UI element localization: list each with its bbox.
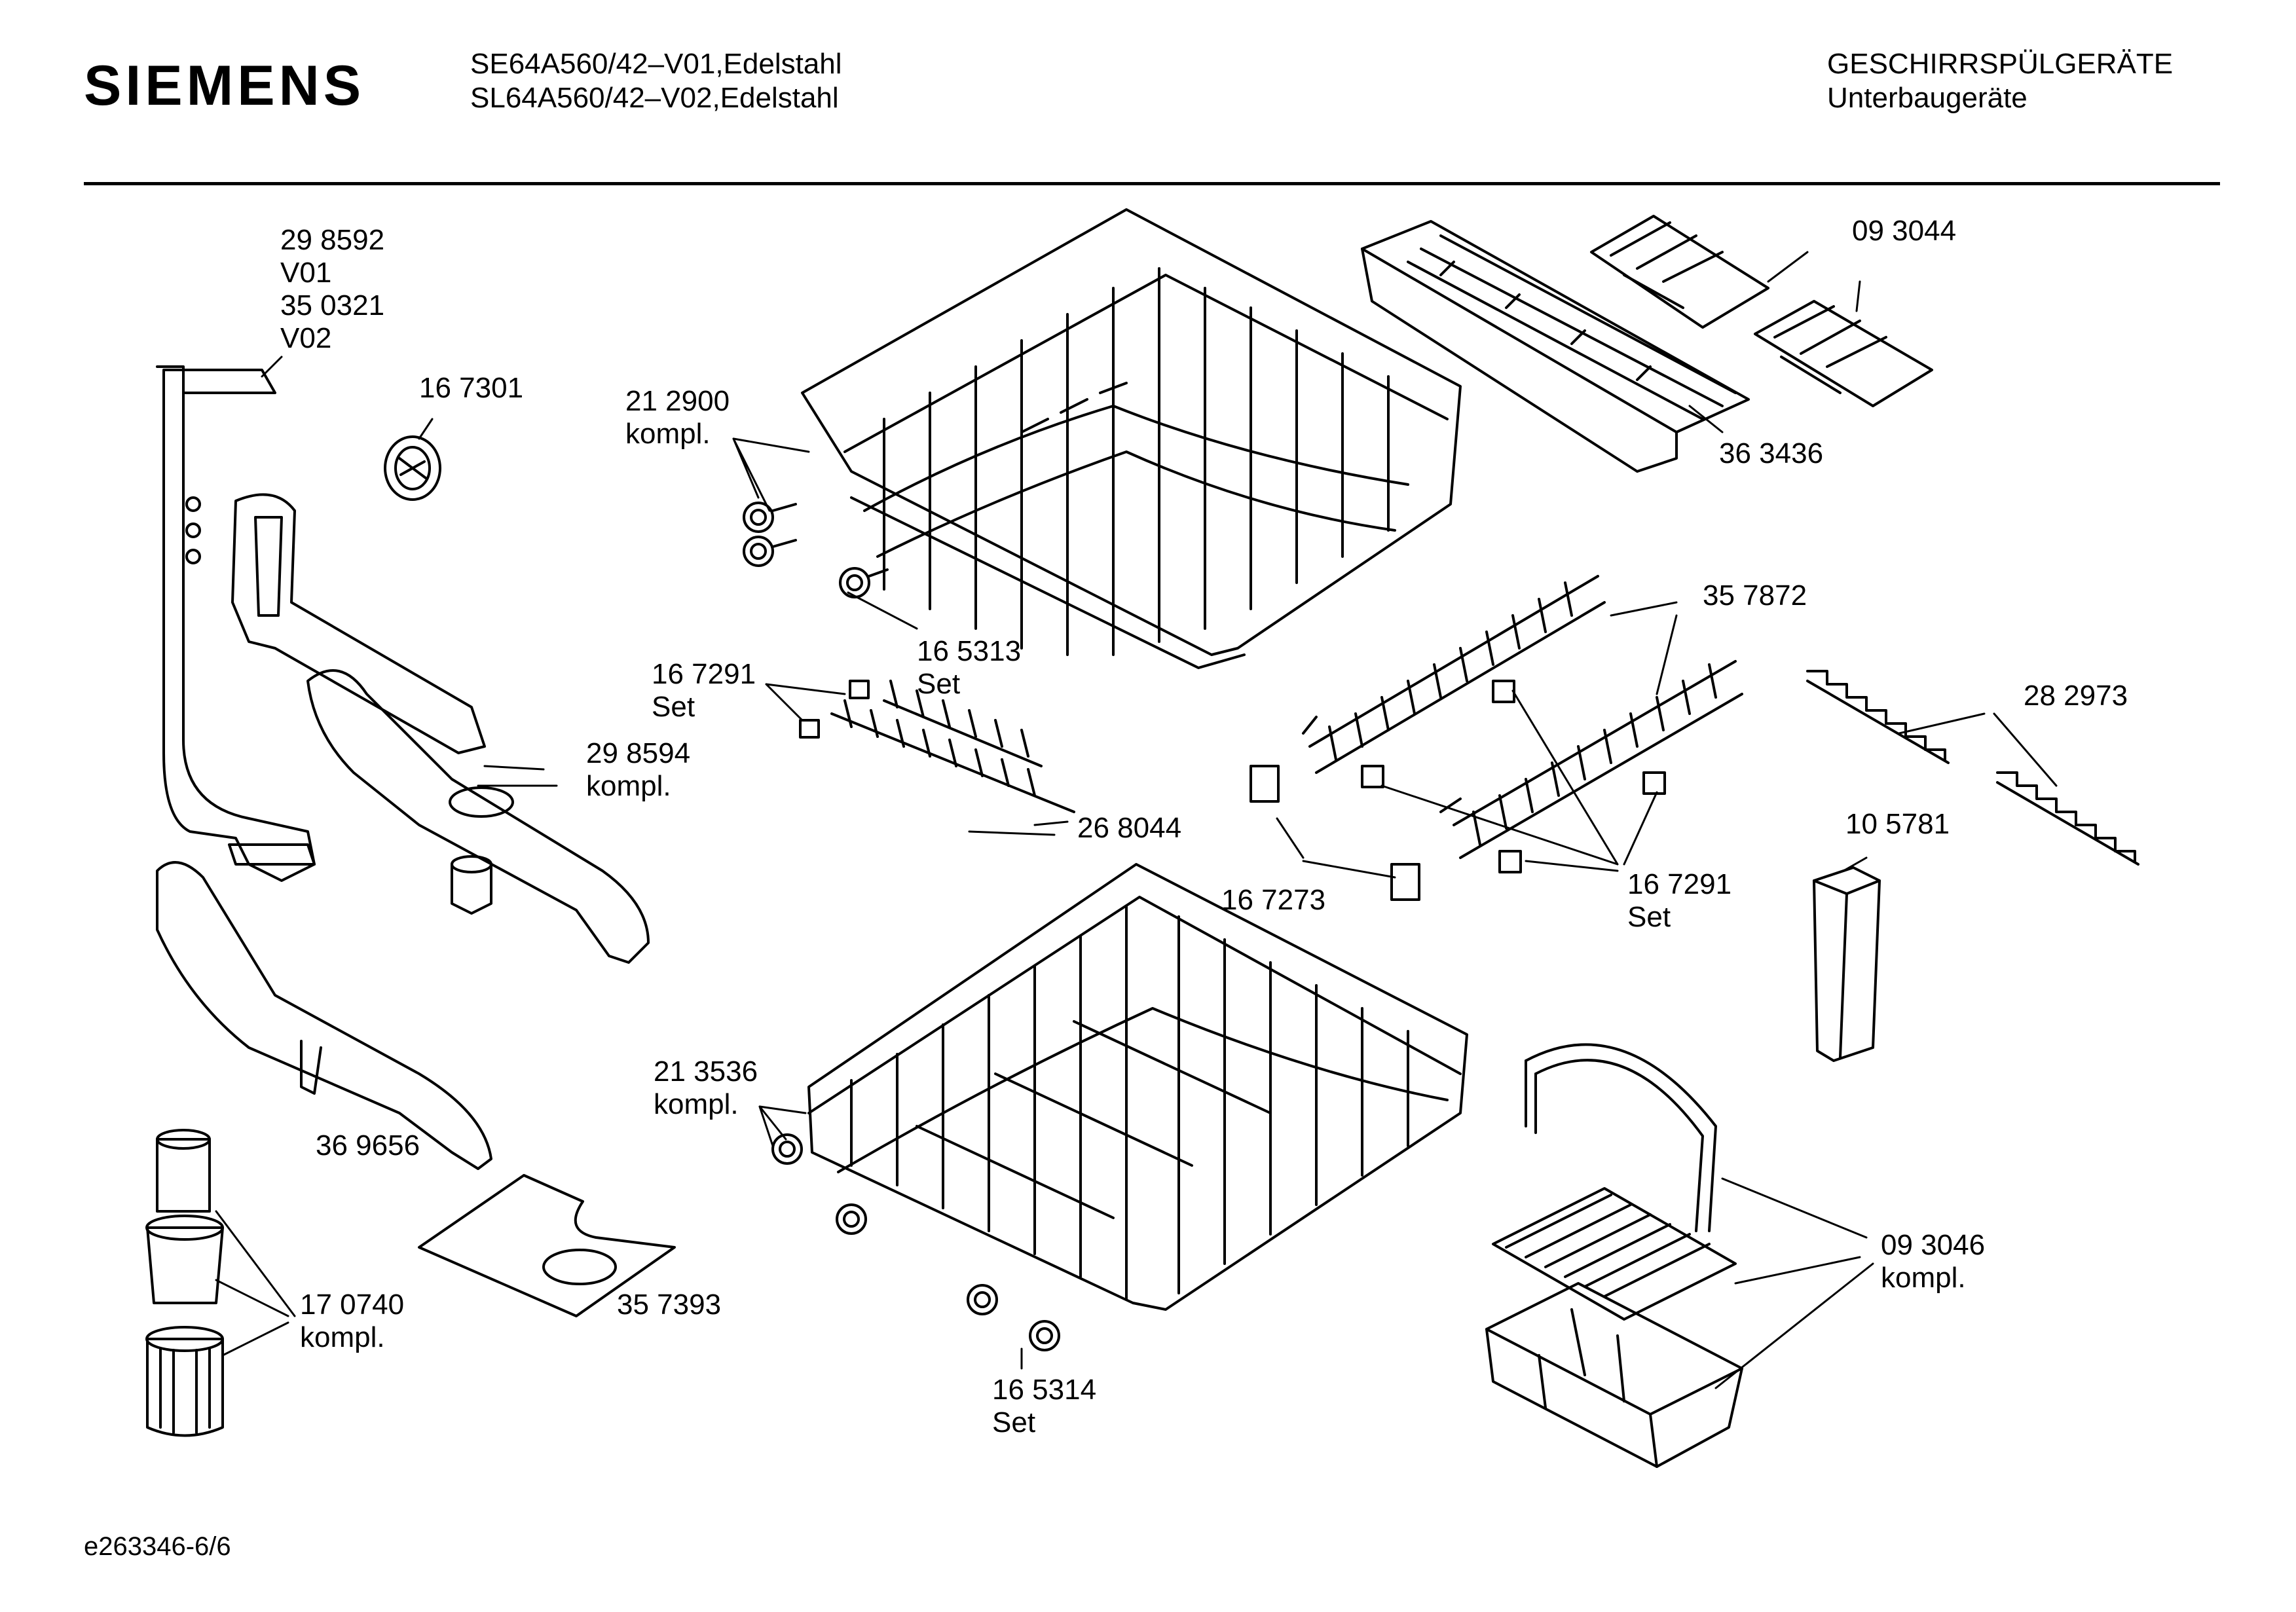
header-divider: [84, 182, 2220, 185]
part-label-35-7393: 35 7393: [617, 1289, 721, 1321]
part-label-16-7291-lower: 16 7291 Set: [1627, 868, 1731, 934]
middle-spray-arm: [306, 669, 650, 964]
part-label-29-8592: 29 8592 V01 35 0321 V02: [280, 224, 384, 355]
part-label-16-7301: 16 7301: [419, 372, 523, 405]
model-line-1: SE64A560/42–V01,Edelstahl: [470, 48, 842, 80]
part-label-21-2900: 21 2900 kompl.: [625, 385, 730, 450]
part-label-09-3044: 09 3044: [1852, 215, 1956, 247]
part-label-16-7273: 16 7273: [1221, 884, 1325, 917]
part-label-28-2973: 28 2973: [2024, 680, 2128, 712]
category-subtitle: Unterbaugeräte: [1827, 82, 2028, 114]
part-label-09-3046: 09 3046 kompl.: [1881, 1229, 1985, 1294]
part-note: Set: [1627, 901, 1671, 933]
part-note: kompl.: [654, 1088, 739, 1120]
lower-basket: [807, 863, 1468, 1311]
upper-basket: [801, 208, 1462, 669]
part-number: 16 7273: [1221, 884, 1326, 916]
part-label-21-3536: 21 3536 kompl.: [654, 1055, 758, 1121]
part-number: 29 8592: [280, 224, 385, 256]
part-label-36-3436: 36 3436: [1719, 437, 1823, 470]
category-title: GESCHIRRSPÜLGERÄTE: [1827, 48, 2174, 80]
part-number: 28 2973: [2024, 680, 2128, 712]
lower-spray-arm: [156, 861, 492, 1170]
part-number: 29 8594: [586, 737, 691, 769]
side-tine-racks: [1302, 575, 1743, 859]
part-number: 10 5781: [1845, 808, 1950, 840]
part-number: 21 2900: [625, 385, 730, 417]
tine-rows: [799, 680, 1075, 813]
part-number: 16 7301: [419, 372, 524, 404]
upper-basket-rollers: [743, 502, 889, 598]
model-line-2: SL64A560/42–V02,Edelstahl: [470, 82, 839, 114]
cutlery-tray: [1361, 220, 1750, 473]
knife-racks: [1806, 670, 2139, 866]
part-note: Set: [992, 1406, 1036, 1438]
part-number: 35 7393: [617, 1289, 722, 1321]
part-note: kompl.: [625, 418, 711, 450]
brand-logo: SIEMENS: [84, 54, 365, 117]
clips: [1250, 680, 1666, 901]
part-label-17-0740: 17 0740 kompl.: [300, 1289, 404, 1354]
lower-basket-rollers: [771, 1133, 1060, 1351]
part-note: kompl.: [1881, 1262, 1966, 1294]
filter-cap: [384, 435, 441, 501]
part-note: Set: [917, 668, 961, 700]
cutlery-basket: [1485, 1043, 1743, 1468]
sieve-plate: [418, 1174, 676, 1317]
spray-pipe: [156, 365, 316, 882]
part-label-26-8044: 26 8044: [1077, 812, 1181, 845]
cutlery-inserts: [1590, 215, 1933, 407]
part-label-29-8594: 29 8594 kompl.: [586, 737, 690, 803]
part-number: 36 3436: [1719, 437, 1824, 469]
part-number: 35 7872: [1703, 579, 1807, 612]
part-number: 35 0321: [280, 289, 385, 321]
part-number: 17 0740: [300, 1289, 405, 1321]
part-label-16-5314: 16 5314 Set: [992, 1374, 1096, 1439]
document-id: e263346-6/6: [84, 1532, 231, 1561]
part-number: 16 7291: [1627, 868, 1732, 900]
part-number: 09 3044: [1852, 215, 1957, 247]
part-number: 21 3536: [654, 1055, 758, 1088]
part-label-36-9656: 36 9656: [316, 1129, 420, 1162]
part-number: 26 8044: [1077, 812, 1182, 844]
part-number: 09 3046: [1881, 1229, 1986, 1261]
part-variant: V02: [280, 322, 332, 354]
part-label-10-5781: 10 5781: [1845, 808, 1950, 841]
part-variant: V01: [280, 257, 332, 289]
leader-lines: [215, 251, 2058, 1389]
part-number: 16 7291: [652, 658, 756, 690]
part-label-35-7872: 35 7872: [1703, 579, 1807, 612]
filter-set: [145, 1129, 224, 1437]
part-note: kompl.: [300, 1321, 385, 1353]
part-number: 16 5314: [992, 1374, 1097, 1406]
part-label-16-5313: 16 5313 Set: [917, 635, 1021, 701]
part-note: kompl.: [586, 770, 671, 802]
part-label-16-7291-upper: 16 7291 Set: [652, 658, 756, 724]
part-note: Set: [652, 691, 695, 723]
upper-spray-arm: [231, 493, 486, 754]
part-number: 16 5313: [917, 635, 1022, 667]
part-number: 36 9656: [316, 1129, 420, 1162]
cutlery-cup: [1813, 866, 1881, 1062]
